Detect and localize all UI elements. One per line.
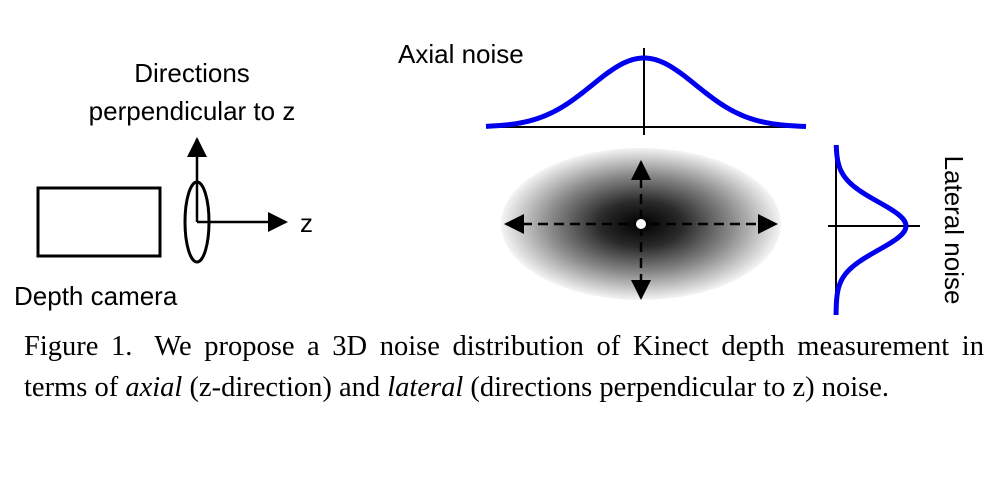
caption-lateral-word: lateral <box>387 372 464 403</box>
axial-noise-curve <box>485 55 807 129</box>
caption-text-1: We propose a 3D noise distribution of Ki… <box>24 331 984 403</box>
caption-text-3: (directions perpendicular to z) noise. <box>463 372 890 403</box>
camera-label: Depth camera <box>14 281 178 311</box>
caption-axial-word: axial <box>125 372 183 403</box>
figure-number: Figure 1. <box>24 331 133 362</box>
directions-label-line2: perpendicular to z <box>89 96 296 126</box>
figure-caption: Figure 1.We propose a 3D noise distribut… <box>24 326 984 408</box>
z-axis-label: z <box>300 208 313 238</box>
caption-text-2: (z-direction) and <box>182 372 388 403</box>
noise-diagram: Directions perpendicular to z z Depth ca… <box>14 39 969 316</box>
center-point <box>636 219 646 229</box>
lateral-noise-curve <box>833 144 909 316</box>
directions-label-line1: Directions <box>134 58 250 88</box>
axial-noise-label: Axial noise <box>398 39 524 69</box>
camera-body <box>36 186 162 258</box>
lateral-noise-label: Lateral noise <box>939 156 969 305</box>
